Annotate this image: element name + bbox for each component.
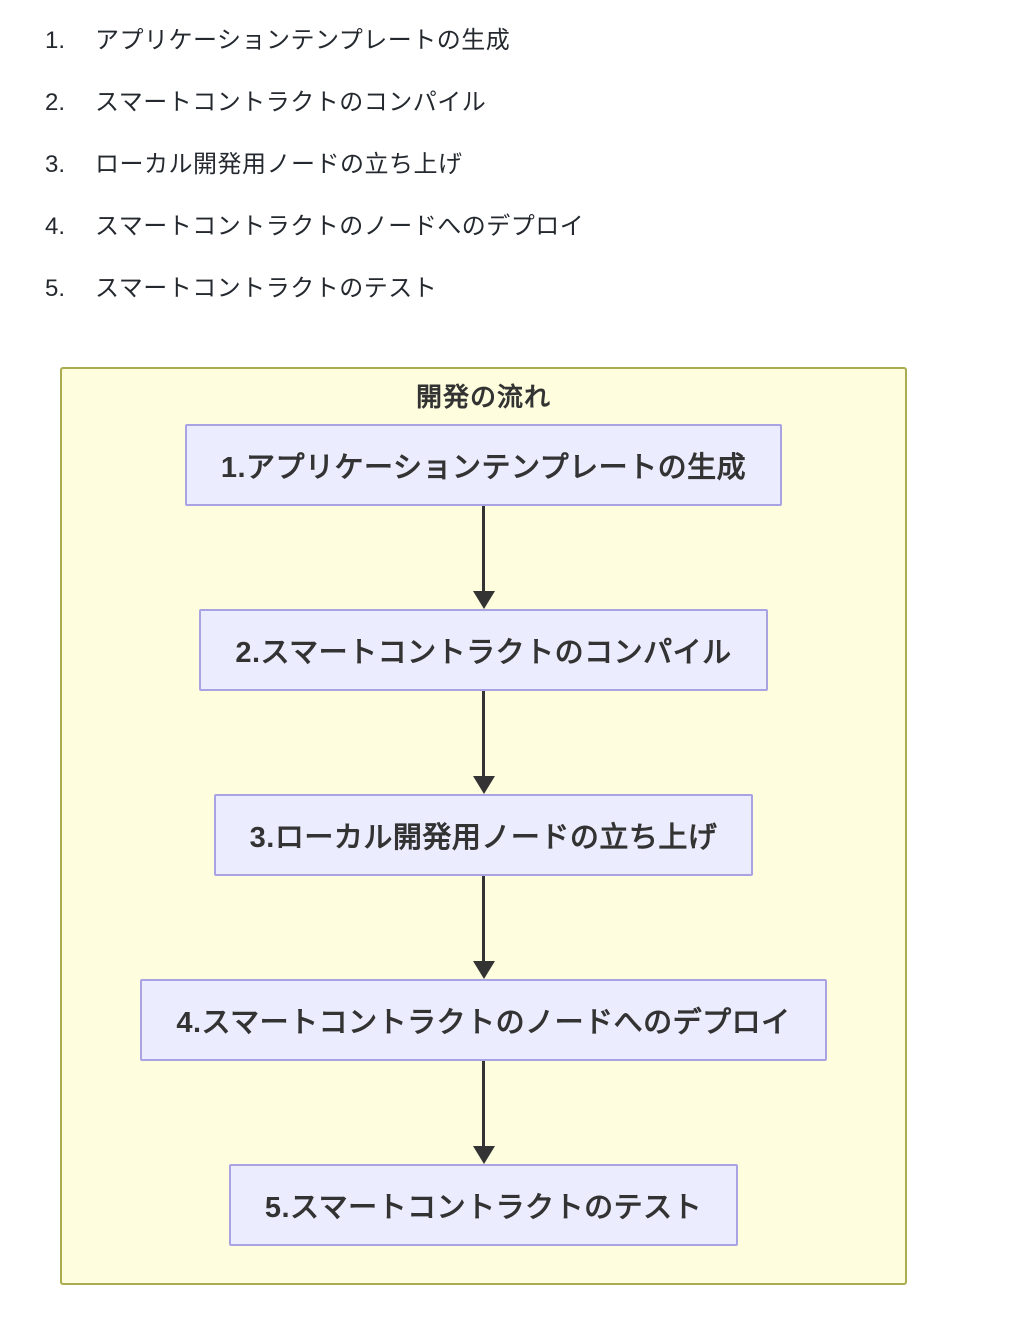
step-list: 1. アプリケーションテンプレートの生成 2. スマートコントラクトのコンパイル 3. ロ… — [45, 28, 584, 338]
list-item-number: 1. — [45, 27, 66, 54]
list-item: 2. スマートコントラクトのコンパイル — [45, 90, 584, 116]
list-item-number: 2. — [45, 89, 66, 116]
list-item: 5. スマートコントラクトのテスト — [45, 276, 584, 302]
arrow-down-icon — [472, 776, 495, 794]
list-item-number: 4. — [45, 213, 66, 240]
list-item-text: スマートコントラクトのノードへのデプロイ — [95, 213, 585, 240]
list-item: 3. ローカル開発用ノードの立ち上げ — [45, 152, 584, 178]
list-item-number: 3. — [45, 151, 66, 178]
list-item-text: スマートコントラクトのコンパイル — [95, 89, 487, 116]
arrow-down-icon — [472, 591, 495, 609]
list-item: 4. スマートコントラクトのノードへのデプロイ — [45, 214, 584, 240]
arrow-line — [482, 1061, 485, 1147]
flow-connector — [472, 1061, 495, 1164]
flow-column: 1.アプリケーションテンプレートの生成 2.スマートコントラクトのコンパイル 3.ロ… — [62, 424, 905, 1246]
flow-node: 5.スマートコントラクトのテスト — [228, 1164, 739, 1246]
diagram-title: 開発の流れ — [415, 382, 551, 412]
arrow-line — [482, 506, 485, 592]
flow-node: 4.スマートコントラクトのノードへのデプロイ — [140, 979, 827, 1061]
flow-connector — [472, 691, 495, 794]
list-item-text: ローカル開発用ノードの立ち上げ — [95, 151, 463, 178]
flow-node: 2.スマートコントラクトのコンパイル — [199, 609, 768, 691]
arrow-line — [482, 876, 485, 962]
flowchart-diagram: 開発の流れ 1.アプリケーションテンプレートの生成 2.スマートコントラクトのコン… — [60, 367, 907, 1285]
flow-connector — [472, 506, 495, 609]
flow-node: 1.アプリケーションテンプレートの生成 — [184, 424, 783, 506]
list-item: 1. アプリケーションテンプレートの生成 — [45, 28, 584, 54]
arrow-down-icon — [472, 1146, 495, 1164]
flow-node: 3.ローカル開発用ノードの立ち上げ — [213, 794, 754, 876]
list-item-number: 5. — [45, 275, 66, 302]
arrow-line — [482, 691, 485, 777]
flow-connector — [472, 876, 495, 979]
list-item-text: スマートコントラクトのテスト — [95, 275, 438, 302]
arrow-down-icon — [472, 961, 495, 979]
list-item-text: アプリケーションテンプレートの生成 — [95, 27, 511, 54]
